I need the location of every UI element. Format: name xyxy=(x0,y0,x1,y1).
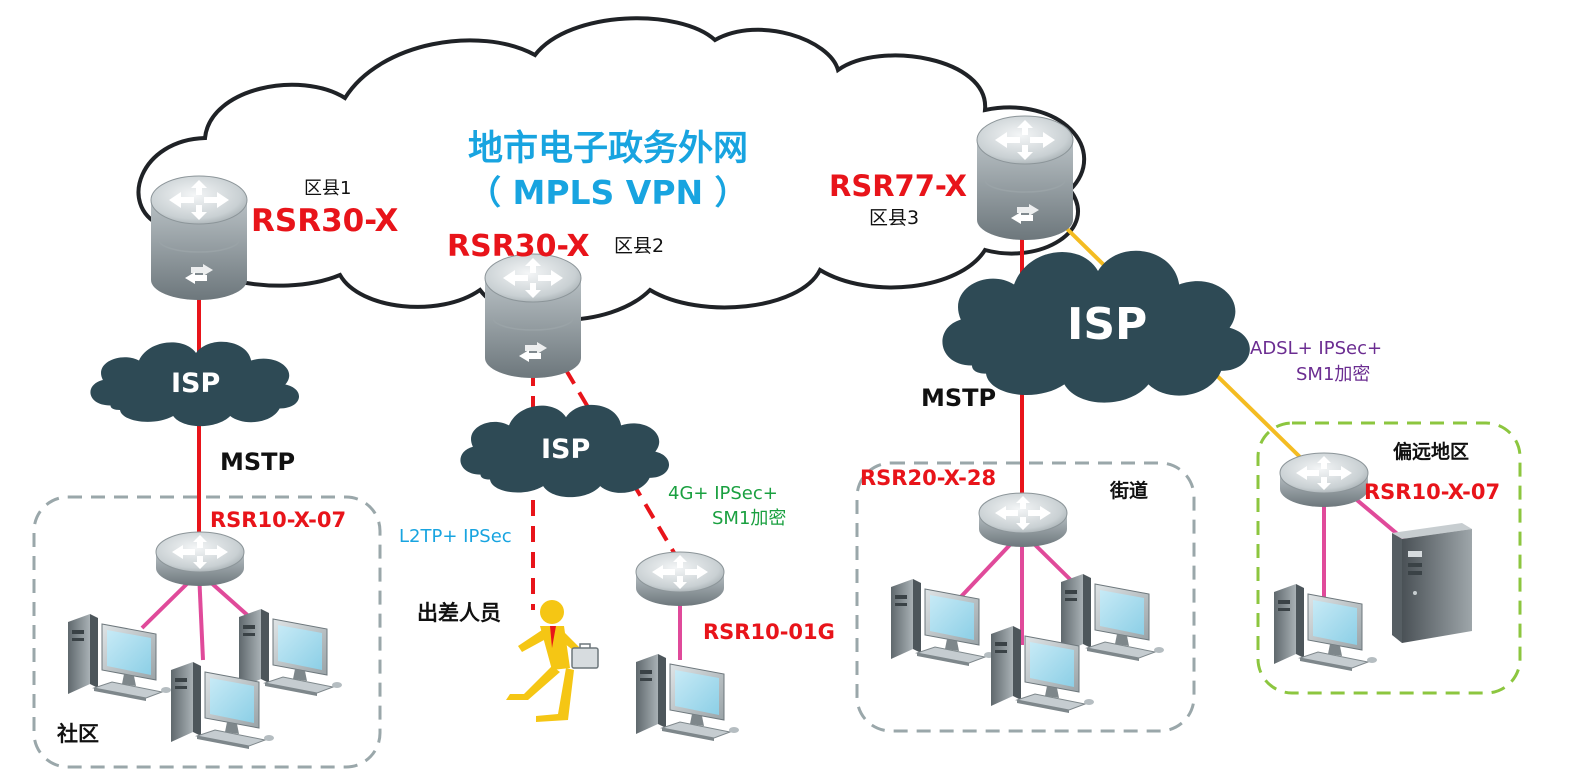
pc-icon xyxy=(890,578,995,667)
remote-group xyxy=(1256,421,1522,695)
pc-icon xyxy=(1273,583,1378,672)
wan-title: 地市电子政务外网 xyxy=(468,129,749,169)
mstp-right-label: MSTP xyxy=(921,384,997,412)
community-group xyxy=(32,495,382,769)
router-icon xyxy=(150,175,248,301)
router-icon xyxy=(976,115,1074,241)
g4-label-line1: 4G+ IPSec+ xyxy=(668,483,778,504)
mobile-router-label: RSR10-01G xyxy=(703,620,835,644)
isp-middle-label: ISP xyxy=(541,434,591,465)
remote-router-label: RSR10-X-07 xyxy=(1364,480,1501,504)
area-county3-label: 区县3 xyxy=(869,207,920,229)
community-router-label: RSR10-X-07 xyxy=(210,508,347,532)
pc-icon xyxy=(635,653,740,742)
county1-router-label: RSR30-X xyxy=(251,203,399,239)
area-county1-label: 区县1 xyxy=(304,178,352,199)
area-street-label: 街道 xyxy=(1110,480,1149,502)
server-icon xyxy=(1392,523,1472,643)
adsl-label-line1: ADSL+ IPSec+ xyxy=(1250,338,1383,359)
traveler-icon xyxy=(506,600,599,722)
area-community-label: 社区 xyxy=(57,722,99,746)
router-icon xyxy=(1279,452,1369,508)
isp-left-label: ISP xyxy=(171,368,221,399)
router-icon xyxy=(155,531,245,587)
wan-subtitle: （ MPLS VPN ） xyxy=(468,173,748,212)
area-traveler-label: 出差人员 xyxy=(417,601,501,625)
street-group xyxy=(855,461,1196,733)
isp-right-label: ISP xyxy=(1067,299,1148,350)
router-icon xyxy=(484,253,582,379)
adsl-label-line2: SM1加密 xyxy=(1296,364,1371,385)
area-remote-label: 偏远地区 xyxy=(1393,441,1470,463)
g4-label-line2: SM1加密 xyxy=(712,508,787,529)
lan-link xyxy=(197,571,205,661)
l2tp-label: L2TP+ IPSec xyxy=(399,526,512,547)
router-icon xyxy=(978,492,1068,548)
street-router-label: RSR20-X-28 xyxy=(860,466,997,490)
county3-router-label: RSR77-X xyxy=(829,169,967,203)
area-county2-label: 区县2 xyxy=(614,235,665,257)
mstp-left-label: MSTP xyxy=(220,448,296,476)
county2-router-label: RSR30-X xyxy=(447,229,590,264)
pc-icon xyxy=(67,613,172,702)
router-icon xyxy=(635,551,725,607)
